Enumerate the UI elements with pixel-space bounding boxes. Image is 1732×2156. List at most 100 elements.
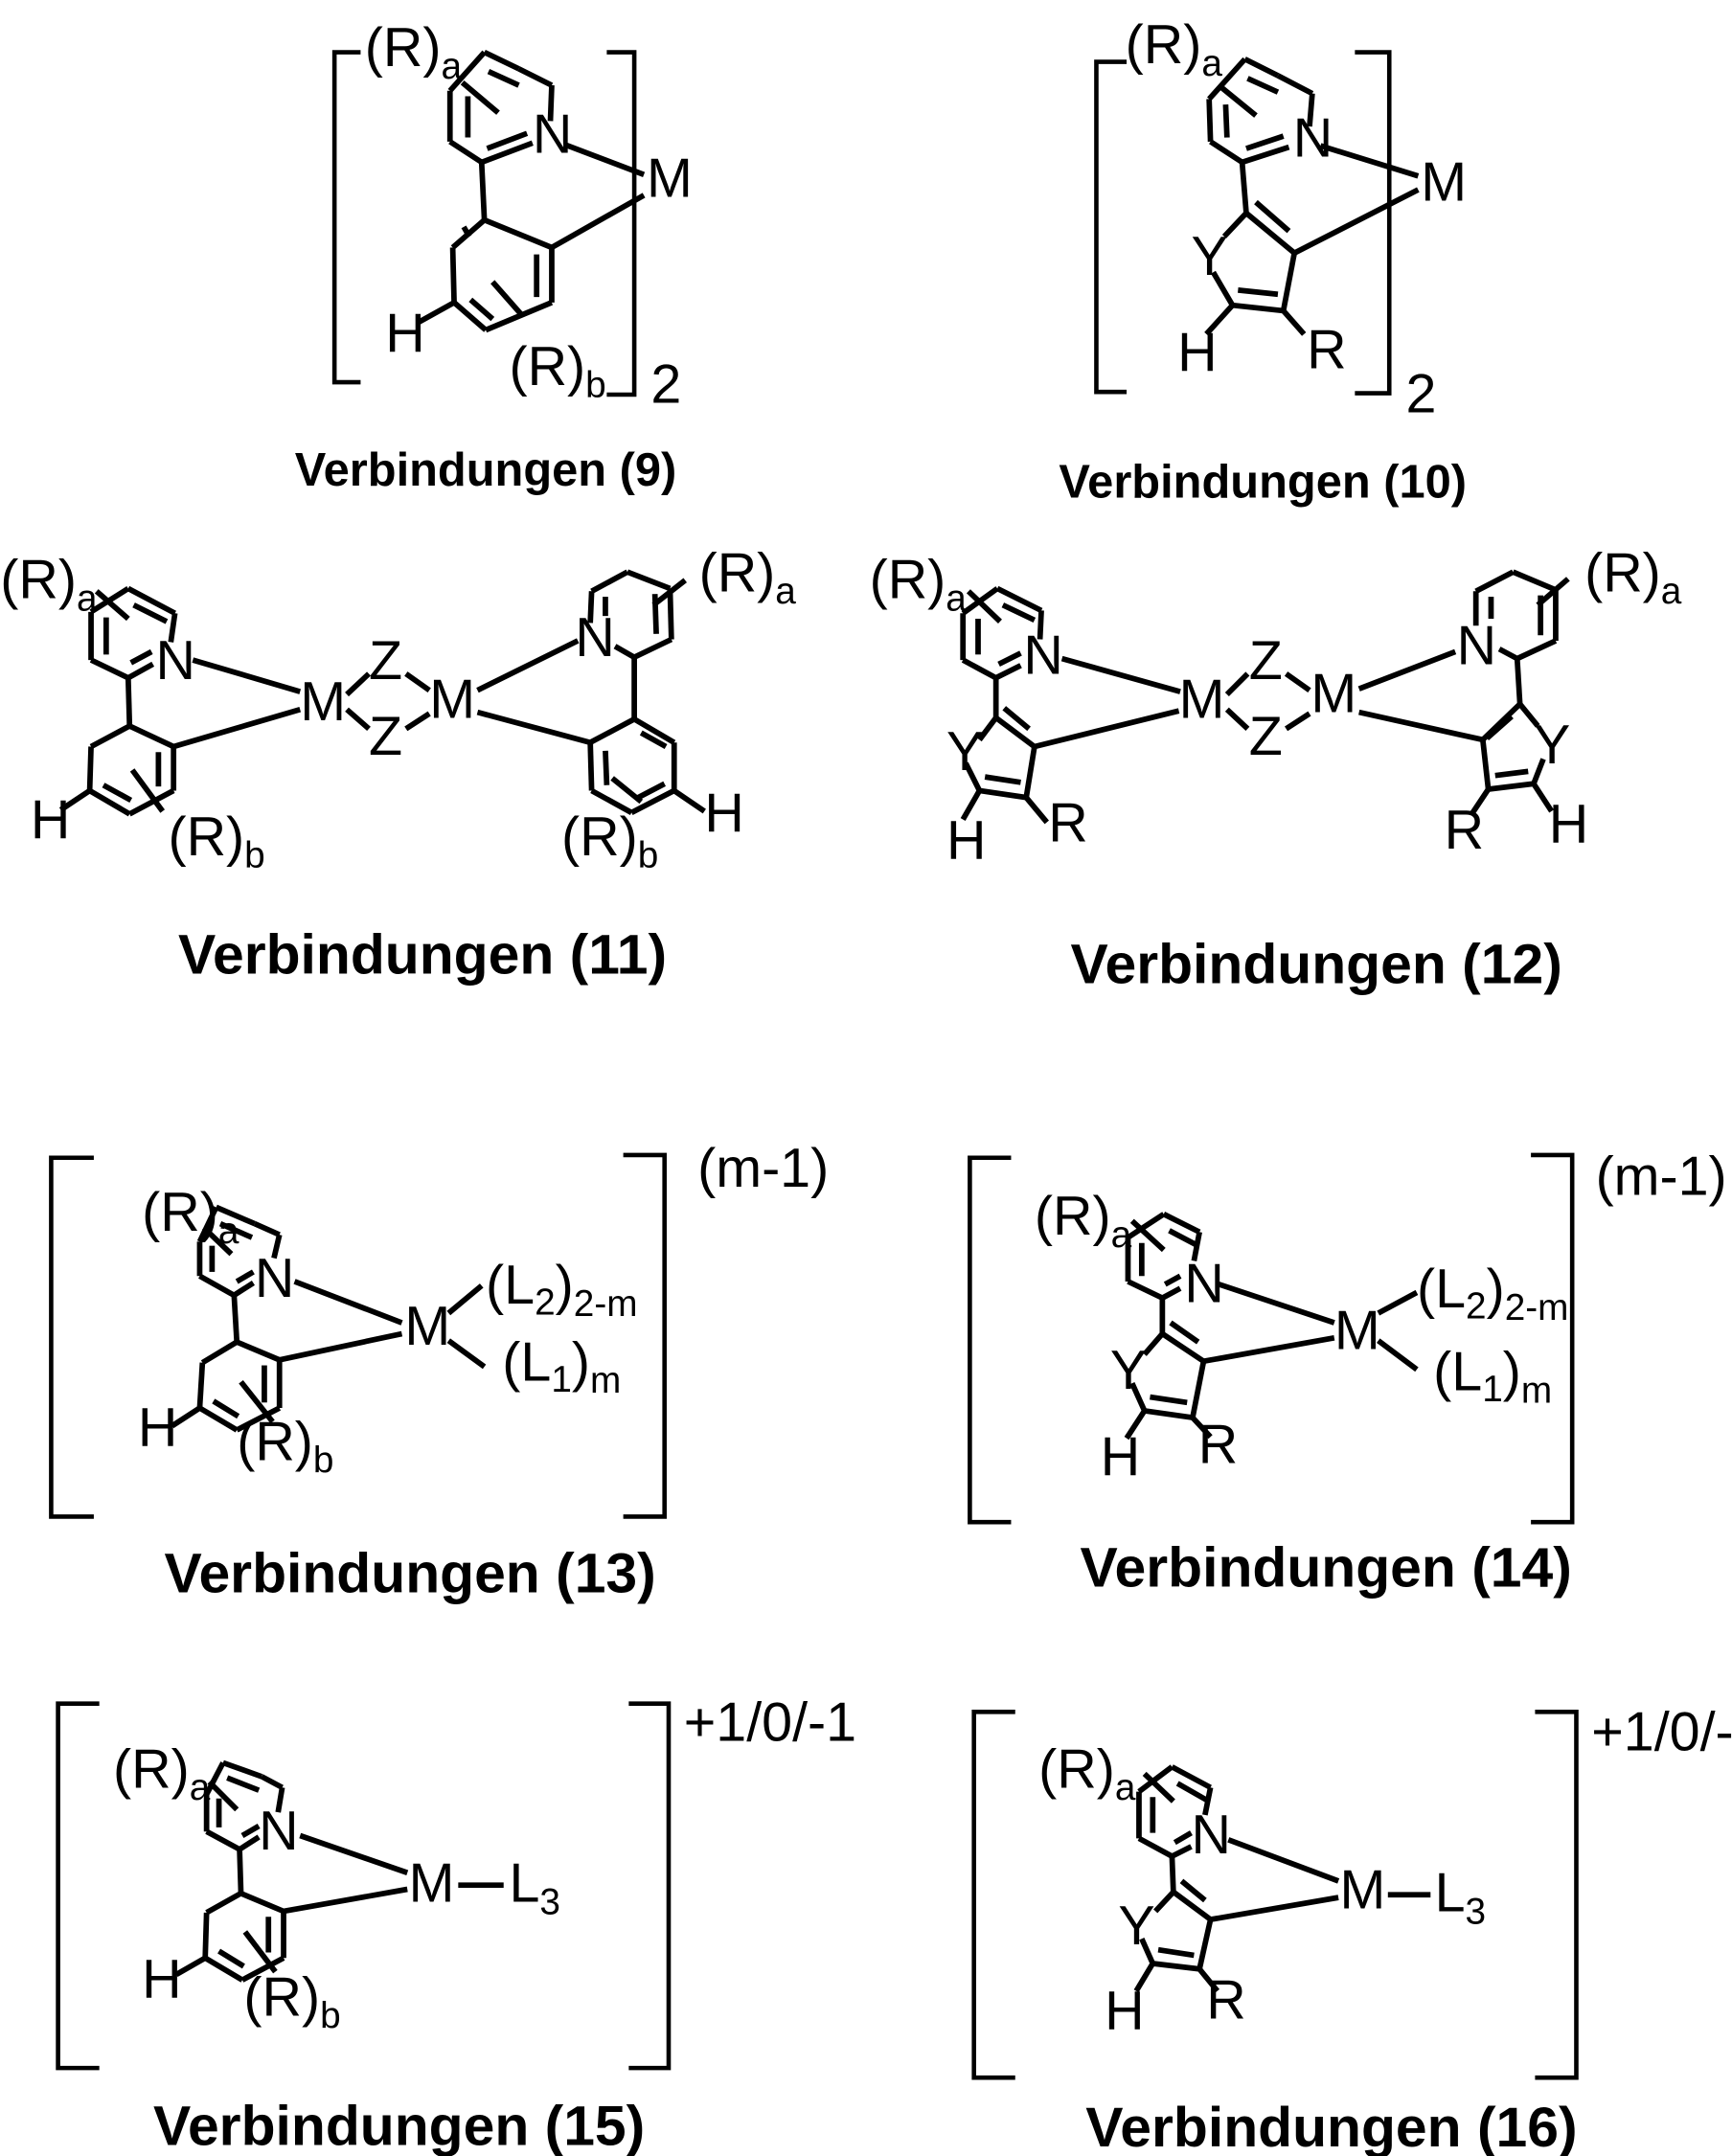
structure-13: (R)a N M (L2)2-m (L1)m H (R)b (m-1) Verb… — [51, 1138, 829, 1604]
svg-text:(R)b: (R)b — [243, 1967, 340, 2037]
charge-label: (m-1) — [1596, 1146, 1727, 1208]
z-bridge-label: Z — [1249, 706, 1283, 767]
r-label: R — [1603, 542, 1642, 603]
z-bridge-label: Z — [369, 706, 402, 767]
bracket-subscript: 2 — [650, 354, 681, 416]
svg-text:(L1)m: (L1)m — [1433, 1341, 1552, 1411]
r-label: R — [1445, 800, 1484, 861]
svg-text:(R)b: (R)b — [509, 336, 605, 406]
svg-text:(R)a: (R)a — [1038, 1738, 1136, 1808]
r-label: R — [580, 806, 619, 868]
nitrogen-label: N — [1184, 1254, 1223, 1315]
hydrogen-label: H — [704, 783, 743, 845]
structure-10: (R)a N M Y H R 2 Verbindungen (10) — [1059, 14, 1467, 509]
y-heteroatom-label: Y — [1534, 715, 1570, 776]
r-label: R — [131, 1738, 171, 1800]
r-label: R — [262, 1967, 302, 2029]
y-heteroatom-label: Y — [1110, 1340, 1147, 1401]
metal-label: M — [300, 671, 346, 733]
hydrogen-label: H — [138, 1397, 177, 1459]
structure-12: (R)a N M Z Z M N (R)a Y Y H R R H Verbin… — [870, 542, 1682, 995]
caption-13: Verbindungen (13) — [164, 1542, 655, 1604]
y-heteroatom-label: Y — [946, 721, 983, 783]
ligand-label: L — [504, 1255, 535, 1316]
svg-text:(L1)m: (L1)m — [502, 1331, 621, 1401]
svg-text:(R)a: (R)a — [113, 1738, 211, 1808]
y-heteroatom-label: Y — [1118, 1895, 1154, 1957]
r-label: R — [18, 549, 57, 610]
r-label: R — [160, 1182, 199, 1243]
nitrogen-label: N — [255, 1248, 294, 1309]
r-label: R — [1144, 14, 1183, 76]
ligand-label: L3 — [509, 1852, 560, 1922]
caption-15: Verbindungen (15) — [153, 2096, 645, 2156]
metal-label: M — [1179, 669, 1225, 730]
hydrogen-label: H — [142, 1949, 181, 2010]
structure-15: (R)a N M L3 H (R)b +1/0/-1 Verbindungen … — [58, 1691, 857, 2156]
hydrogen-label: H — [31, 790, 70, 851]
metal-label: M — [429, 669, 475, 730]
z-bridge-label: Z — [369, 630, 402, 692]
r-label: R — [1206, 1969, 1245, 2031]
caption-16: Verbindungen (16) — [1085, 2097, 1577, 2156]
y-heteroatom-label: Y — [1192, 226, 1228, 287]
r-label: R — [1198, 1414, 1238, 1475]
r-label: R — [1053, 1186, 1092, 1247]
ligand-label: L — [1451, 1341, 1482, 1402]
metal-label: M — [1310, 664, 1356, 725]
r-label: R — [1307, 320, 1346, 381]
svg-text:(R)a: (R)a — [1584, 542, 1682, 612]
nitrogen-label: N — [1293, 108, 1333, 170]
svg-text:(R)a: (R)a — [1035, 1186, 1132, 1256]
structure-16: (R)a N M L3 Y H R +1/0/-1 Verbindungen (… — [974, 1702, 1732, 2156]
caption-11: Verbindungen (11) — [178, 923, 667, 986]
nitrogen-label: N — [1192, 1804, 1231, 1866]
metal-label: M — [1334, 1300, 1380, 1361]
charge-label: (m-1) — [697, 1138, 829, 1199]
structure-9: (R)a N M H (R)b 2 Verbindungen (9) — [295, 17, 693, 496]
hydrogen-label: H — [946, 810, 986, 872]
metal-label: M — [1421, 152, 1467, 214]
svg-text:(R)a: (R)a — [1126, 14, 1223, 84]
structure-11: (R)a N M Z Z M N (R)a H (R)b (R)b H Verb… — [0, 542, 796, 986]
svg-text:(R)b: (R)b — [561, 806, 658, 876]
nitrogen-label: N — [1023, 624, 1062, 686]
metal-label: M — [1340, 1860, 1386, 1921]
metal-label: M — [647, 148, 693, 209]
hydrogen-label: H — [1177, 323, 1217, 384]
svg-text:(L2)2-m: (L2)2-m — [486, 1255, 637, 1325]
nitrogen-label: N — [533, 103, 572, 165]
ligand-label: L — [1435, 1259, 1466, 1320]
caption-12: Verbindungen (12) — [1070, 933, 1561, 995]
svg-text:(R)a: (R)a — [870, 549, 968, 619]
ligand-label: L3 — [1435, 1862, 1487, 1932]
caption-14: Verbindungen (14) — [1081, 1537, 1572, 1600]
nitrogen-label: N — [575, 607, 614, 669]
r-label: R — [528, 336, 567, 397]
bracket-subscript: 2 — [1405, 364, 1436, 425]
z-bridge-label: Z — [1249, 630, 1283, 692]
caption-9: Verbindungen (9) — [295, 444, 677, 496]
caption-10: Verbindungen (10) — [1059, 457, 1467, 509]
svg-text:(R)a: (R)a — [365, 17, 463, 87]
nitrogen-label: N — [156, 630, 195, 692]
r-label: R — [187, 806, 226, 868]
hydrogen-label: H — [1101, 1426, 1140, 1487]
nitrogen-label: N — [1457, 615, 1496, 676]
charge-label: +1/0/-1 — [684, 1691, 856, 1753]
svg-text:(R)b: (R)b — [168, 806, 264, 876]
nitrogen-label: N — [259, 1801, 298, 1862]
charge-label: +1/0/-1 — [1591, 1702, 1732, 1763]
r-label: R — [383, 17, 422, 79]
structure-14: (R)a N M (L2)2-m (L1)m Y H R (m-1) Verbi… — [969, 1146, 1726, 1600]
r-label: R — [888, 549, 927, 610]
svg-text:(R)b: (R)b — [237, 1412, 333, 1482]
ligand-label: L — [520, 1331, 551, 1393]
svg-text:(R)a: (R)a — [699, 542, 797, 612]
r-label: R — [1057, 1738, 1096, 1800]
hydrogen-label: H — [1105, 1981, 1144, 2042]
r-label: R — [1048, 793, 1087, 854]
svg-text:(R)a: (R)a — [142, 1182, 239, 1252]
metal-label: M — [409, 1852, 455, 1914]
